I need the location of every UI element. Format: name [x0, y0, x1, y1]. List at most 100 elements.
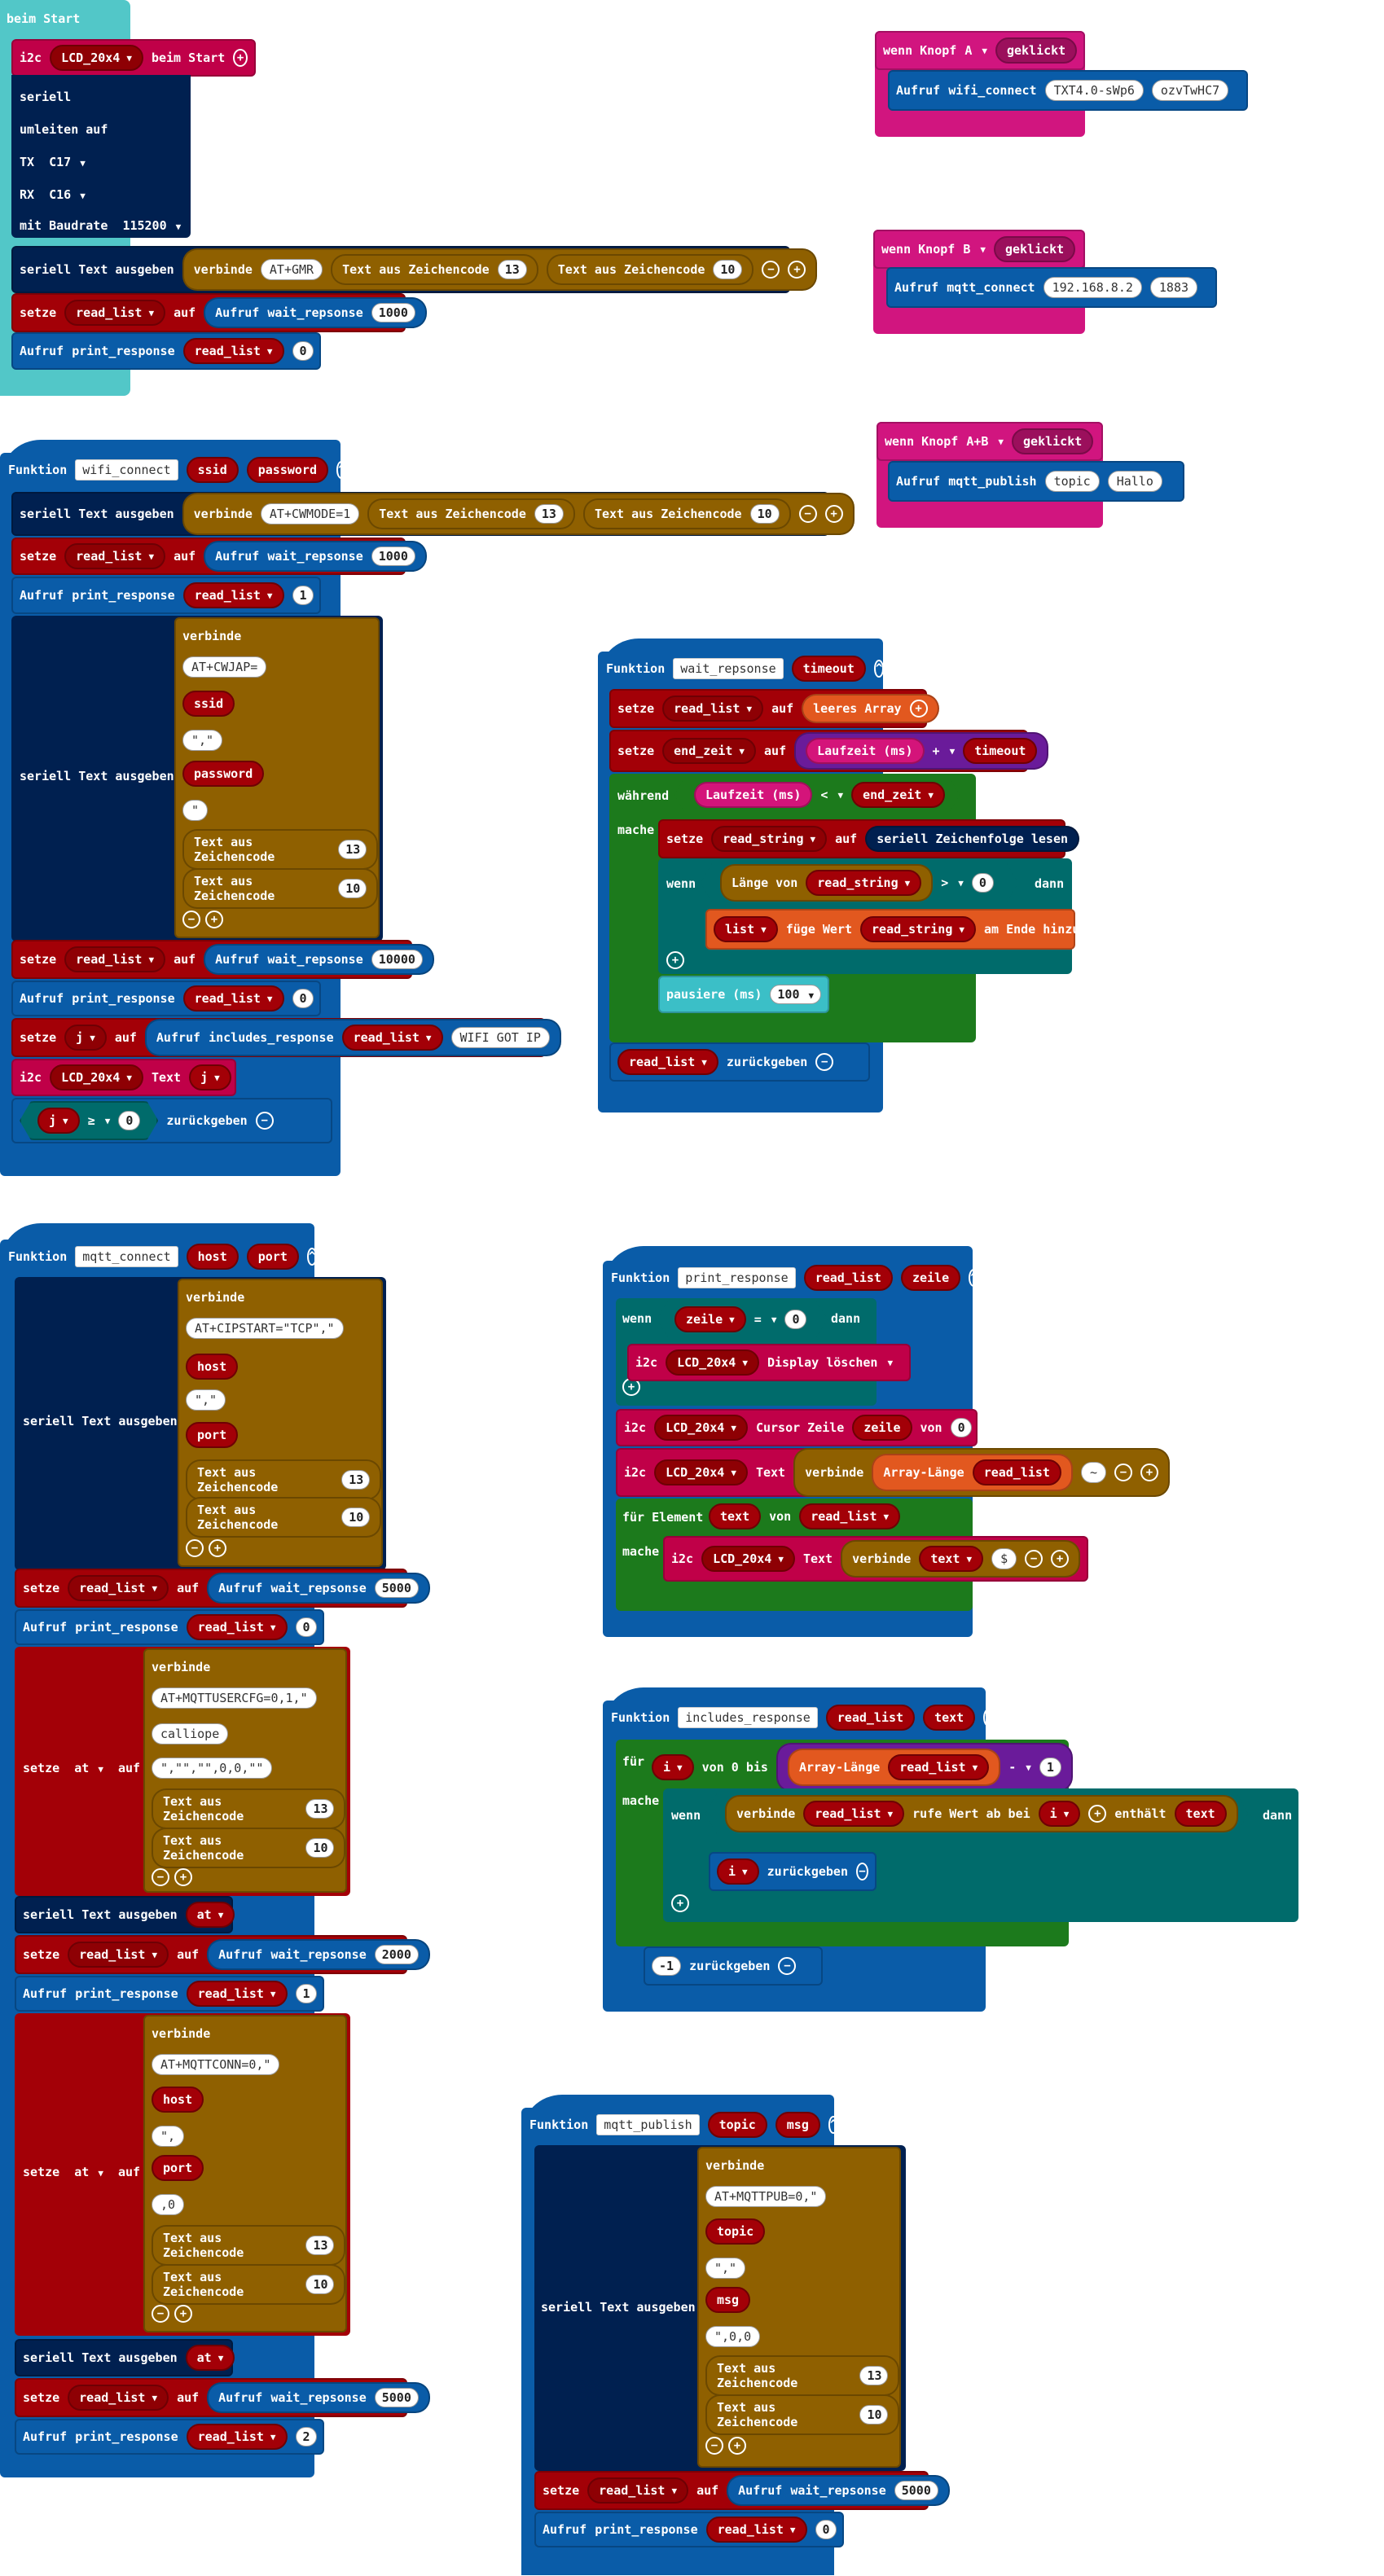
remove-icon[interactable]: −	[798, 505, 817, 523]
join-cipstart[interactable]: verbinde AT+CIPSTART="TCP"," host "," po…	[178, 1279, 383, 1567]
add-icon[interactable]: +	[174, 1868, 192, 1886]
string-literal[interactable]: AT+GMR	[260, 259, 323, 280]
i2c-text-j[interactable]: i2c LCD_20x4▼ Text j▼	[11, 1059, 236, 1096]
remove-icon[interactable]: −	[182, 911, 200, 928]
add-icon[interactable]: +	[1140, 1464, 1158, 1481]
collapse-icon[interactable]: ^	[306, 1248, 318, 1266]
add-icon[interactable]: +	[824, 505, 843, 523]
add-icon[interactable]: +	[666, 951, 684, 969]
add-icon[interactable]: +	[909, 700, 928, 718]
function-name-field[interactable]: print_response	[678, 1267, 796, 1288]
remove-icon[interactable]: −	[152, 2305, 169, 2323]
remove-icon[interactable]: −	[186, 1539, 204, 1557]
serial-redirect-block[interactable]: seriell umleiten auf TX C17 ▼ RX C16 ▼ m…	[11, 75, 191, 238]
add-icon[interactable]: +	[788, 261, 806, 279]
function-name-field[interactable]: includes_response	[678, 1707, 818, 1728]
join-cwjap[interactable]: verbinde AT+CWJAP= ssid "," password " T…	[174, 617, 380, 938]
remove-icon[interactable]: −	[815, 1053, 834, 1071]
remove-icon[interactable]: −	[762, 261, 780, 279]
set-read-string[interactable]: setze read_string▼ auf seriell Zeichenfo…	[658, 819, 1080, 858]
includes-response-header[interactable]: Funktion includes_response read_list tex…	[603, 1701, 994, 1735]
serial-write-cwmode[interactable]: seriell Text ausgeben verbinde AT+CWMODE…	[11, 492, 855, 536]
rx-row[interactable]: RX C16 ▼	[20, 187, 86, 202]
tx-row[interactable]: TX C17 ▼	[20, 155, 86, 169]
mqtt-publish-header[interactable]: Funktion mqtt_publish topic msg ^	[521, 2108, 839, 2142]
join-pub[interactable]: verbinde AT+MQTTPUB=0," topic "," msg ",…	[697, 2147, 901, 2468]
remove-icon[interactable]: −	[1025, 1550, 1043, 1568]
collapse-icon[interactable]: ^	[828, 2116, 839, 2134]
function-name-field[interactable]: wifi_connect	[75, 459, 178, 481]
function-name-field[interactable]: wait_repsonse	[673, 658, 784, 679]
function-name-field[interactable]: mqtt_publish	[596, 2114, 700, 2135]
remove-icon[interactable]: −	[1114, 1464, 1132, 1481]
add-icon[interactable]: +	[174, 2305, 192, 2323]
baud-row[interactable]: mit Baudrate 115200 ▼	[20, 218, 182, 233]
serial-write-block[interactable]: seriell Text ausgeben verbinde AT+GMR Te…	[11, 246, 818, 293]
add-icon[interactable]: +	[1051, 1550, 1070, 1568]
add-icon[interactable]: +	[205, 911, 223, 928]
remove-icon[interactable]: −	[705, 2437, 723, 2455]
remove-icon[interactable]: −	[255, 1112, 274, 1130]
add-icon[interactable]: +	[233, 49, 248, 67]
return-read-list[interactable]: read_list▼ zurückgeben −	[609, 1042, 870, 1082]
i2c-text-dollar[interactable]: i2c LCD_20x4▼ Text verbinde text▼ $ − +	[663, 1536, 1088, 1582]
add-icon[interactable]: +	[1088, 1805, 1106, 1823]
join-conn[interactable]: verbinde AT+MQTTCONN=0," host ", port ,0…	[143, 2015, 347, 2332]
lcd-dropdown[interactable]: LCD_20x4▼	[50, 45, 143, 71]
includes-condition[interactable]: verbinde read_list▼ rufe Wert ab bei i▼ …	[705, 1793, 1248, 1834]
compare-block[interactable]: j▼ ≥▼ 0	[20, 1101, 158, 1140]
i2c-cursor[interactable]: i2c LCD_20x4▼ Cursor Zeile zeile von 0	[616, 1409, 978, 1446]
remove-icon[interactable]: −	[856, 1863, 868, 1880]
serial-write-at-1[interactable]: seriell Text ausgeben at▼	[15, 1896, 235, 1933]
return-j-block[interactable]: j▼ ≥▼ 0 zurückgeben −	[11, 1098, 332, 1143]
add-icon[interactable]: +	[728, 2437, 746, 2455]
function-name-field[interactable]: mqtt_connect	[75, 1246, 178, 1267]
i2c-clear-display[interactable]: i2c LCD_20x4▼ Display löschen▼	[627, 1344, 911, 1381]
return-i[interactable]: i▼ zurückgeben −	[709, 1852, 877, 1891]
remove-icon[interactable]: −	[778, 1957, 797, 1975]
set-read-list-empty[interactable]: setze read_list▼ auf leeres Array+	[609, 689, 939, 728]
pause-block[interactable]: pausiere (ms) 100 ▼	[658, 976, 829, 1013]
if-zeile-condition[interactable]: zeile▼ =▼ 0	[657, 1301, 828, 1337]
set-end-zeit[interactable]: setze end_zeit▼ auf Laufzeit (ms)+▼timeo…	[609, 730, 1049, 772]
join-usercfg[interactable]: verbinde AT+MQTTUSERCFG=0,1," calliope "…	[143, 1648, 347, 1893]
print-response-header[interactable]: Funktion print_response read_list zeile …	[603, 1261, 979, 1295]
wait-response-header[interactable]: Funktion wait_repsonse timeout ^	[598, 652, 885, 686]
i2c-on-start-block[interactable]: i2c LCD_20x4▼ beim Start +	[11, 39, 256, 77]
collapse-icon[interactable]: ^	[336, 461, 347, 479]
collapse-icon[interactable]: ^	[983, 1709, 994, 1727]
collapse-icon[interactable]: ^	[873, 660, 885, 678]
add-icon[interactable]: +	[671, 1894, 689, 1912]
serial-write-at-2[interactable]: seriell Text ausgeben at▼	[15, 2339, 235, 2376]
add-icon[interactable]: +	[209, 1539, 226, 1557]
for-each-header[interactable]: text von read_list▼	[709, 1503, 901, 1529]
mqtt-connect-header[interactable]: Funktion mqtt_connect host port ^	[0, 1240, 318, 1274]
return-neg1[interactable]: -1 zurückgeben −	[644, 1946, 823, 1986]
list-append[interactable]: list▼ füge Wert read_string▼ am Ende hin…	[705, 909, 1079, 950]
remove-icon[interactable]: −	[152, 1868, 169, 1886]
